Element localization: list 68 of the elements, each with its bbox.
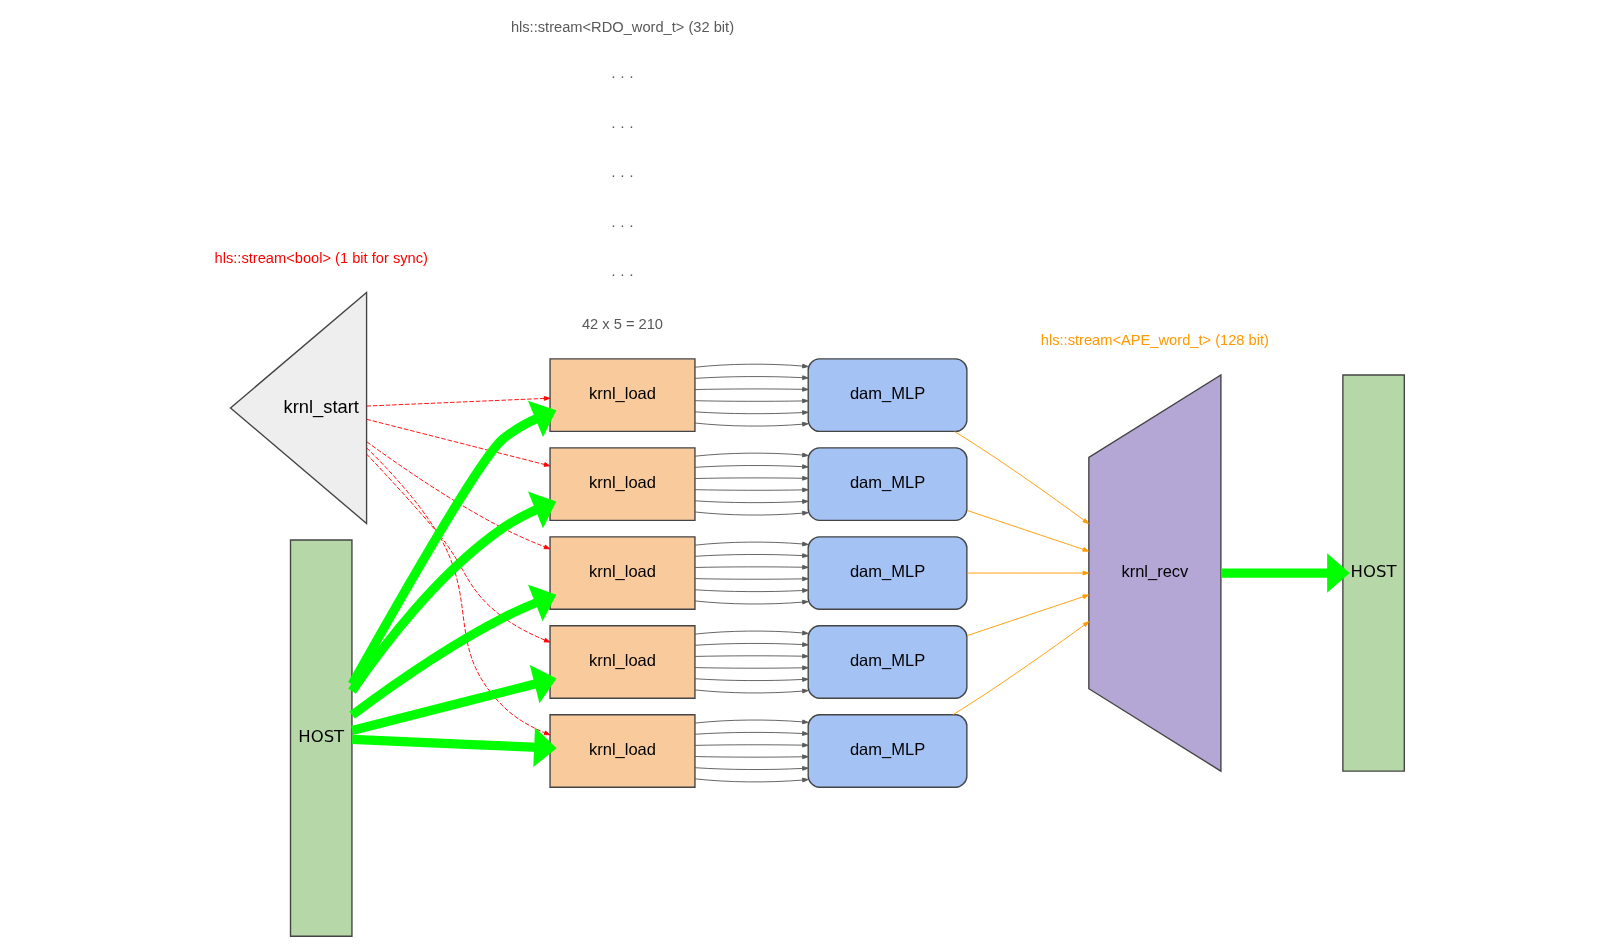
arrow (694, 363, 809, 369)
label: · · · (611, 216, 634, 233)
arrow (366, 447, 551, 736)
arrow (348, 491, 557, 694)
arrow (694, 541, 809, 547)
label: · · · (611, 68, 634, 85)
arrow (966, 570, 1089, 576)
arrow (694, 766, 809, 771)
label: hls::stream<APE_word_t> (128 bit) (1040, 332, 1269, 349)
node-box: dam_MLP (807, 625, 968, 699)
node-box: dam_MLP (807, 358, 968, 433)
arrow (366, 453, 551, 643)
arrow (694, 410, 809, 415)
arrow (694, 731, 809, 736)
node-box: krnl_load (549, 625, 696, 699)
arrow (694, 642, 809, 647)
node-box: dam_MLP (807, 714, 968, 788)
arrow (694, 386, 809, 392)
arrow (349, 584, 557, 719)
arrow (694, 742, 809, 748)
node-box: HOST (289, 539, 353, 937)
arrow (1221, 553, 1350, 593)
label: · · · (611, 266, 634, 283)
arrow (694, 677, 809, 682)
label: · · · (611, 167, 634, 184)
arrow (694, 553, 809, 558)
label: 42 x 5 = 210 (581, 315, 664, 332)
arrow (966, 594, 1089, 637)
arrow (352, 727, 557, 767)
arrow (966, 509, 1089, 552)
node-box: krnl_load (549, 358, 696, 433)
arrow (694, 665, 809, 671)
arrow (694, 588, 809, 593)
arrow (694, 475, 809, 481)
arrow (694, 487, 809, 493)
label: · · · (611, 117, 634, 134)
arrow (694, 630, 809, 636)
arrow (694, 564, 809, 570)
node-box: dam_MLP (807, 447, 968, 521)
arrow (348, 400, 557, 687)
node-box: HOST (1342, 374, 1405, 772)
arrow (694, 719, 809, 725)
arrow (366, 396, 551, 407)
arrow (952, 621, 1090, 716)
arrow (694, 452, 809, 458)
arrow (351, 665, 557, 735)
arrow (366, 441, 551, 550)
arrow (694, 754, 809, 760)
arrow (694, 421, 809, 427)
label: hls::stream<RDO_word_t> (32 bit) (510, 18, 735, 35)
arrow (954, 431, 1089, 524)
arrow (694, 398, 809, 404)
arrow (694, 576, 809, 582)
label: hls::stream<bool> (1 bit for sync) (214, 249, 428, 266)
node-box: dam_MLP (807, 536, 968, 610)
arrow (694, 653, 809, 659)
node-box: krnl_load (549, 714, 696, 788)
arrow (366, 418, 551, 467)
arrow (694, 375, 809, 381)
arrow (694, 777, 809, 783)
arrow (694, 464, 809, 469)
arrow (694, 688, 809, 694)
arrow (694, 510, 809, 516)
node-box: krnl_load (549, 447, 696, 521)
node-box: krnl_recv (1088, 373, 1222, 773)
arrow (694, 599, 809, 605)
node-box: krnl_load (549, 536, 696, 610)
arrow (694, 499, 809, 504)
